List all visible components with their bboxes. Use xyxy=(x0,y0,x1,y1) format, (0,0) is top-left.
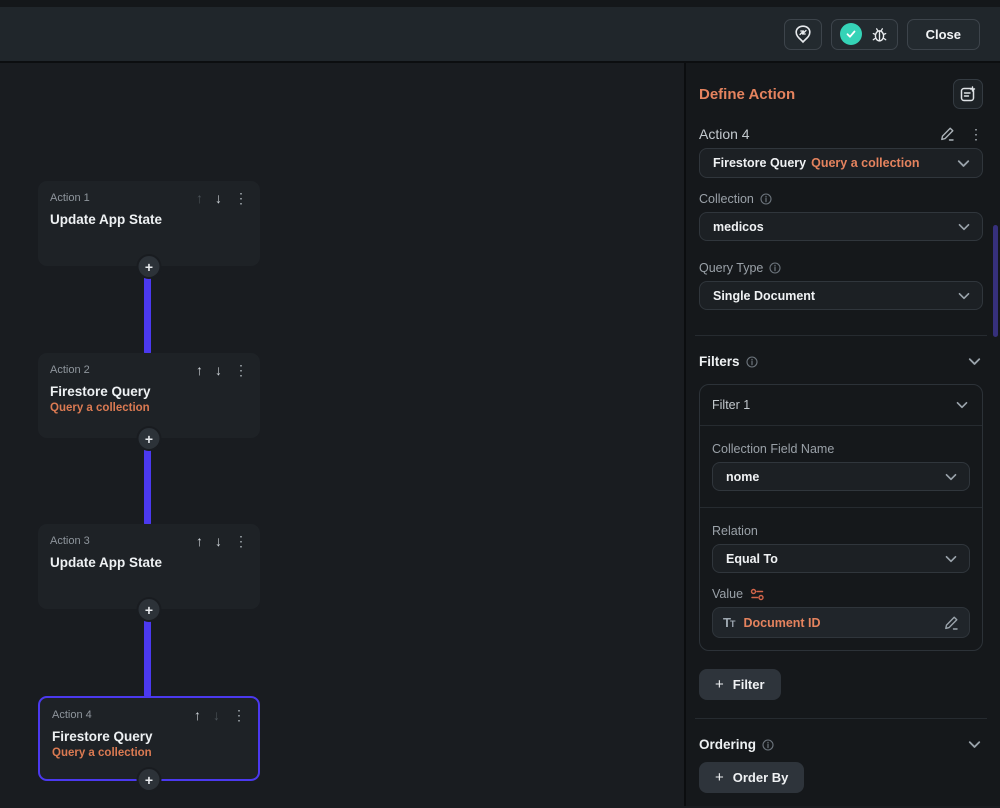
filter-title: Filter 1 xyxy=(712,398,751,412)
action-card-title: Update App State xyxy=(50,212,163,227)
move-down-icon[interactable]: ↓ xyxy=(213,707,220,723)
value-settings-icon[interactable] xyxy=(750,588,765,601)
field-name-label: Collection Field Name xyxy=(712,442,835,456)
action-card-title: Firestore Query xyxy=(52,729,153,744)
action-type-dropdown[interactable]: Firestore Query Query a collection xyxy=(699,148,983,178)
chevron-down-icon xyxy=(956,288,972,304)
action-card-label: Action 1 xyxy=(50,192,90,204)
collection-dropdown[interactable]: medicos xyxy=(699,212,983,241)
move-up-icon[interactable]: ↑ xyxy=(196,190,203,206)
window-top-strip xyxy=(0,0,1000,7)
action-card-subtitle: Query a collection xyxy=(50,402,150,414)
info-icon xyxy=(760,193,772,205)
close-button[interactable]: Close xyxy=(906,18,980,50)
copy-action-button[interactable] xyxy=(953,79,983,109)
filters-section-label: Filters xyxy=(699,354,740,369)
ordering-section-label: Ordering xyxy=(699,737,757,752)
chevron-down-icon xyxy=(943,469,959,485)
add-action-button[interactable]: + xyxy=(138,428,160,449)
collection-value: medicos xyxy=(713,219,764,234)
panel-title: Define Action xyxy=(699,85,796,103)
bug-icon xyxy=(870,25,889,44)
action-card-label: Action 3 xyxy=(50,535,90,547)
info-icon xyxy=(762,738,774,751)
info-icon xyxy=(769,262,781,274)
info-icon xyxy=(745,355,758,368)
action-flow-button[interactable] xyxy=(783,18,822,50)
kebab-menu-icon[interactable]: ⋮ xyxy=(234,362,248,378)
filters-collapse-icon[interactable] xyxy=(966,353,983,370)
move-up-icon[interactable]: ↑ xyxy=(196,362,203,378)
filter-group: Filter 1 Collection Field Name nome Rela… xyxy=(699,384,983,651)
top-toolbar: Close xyxy=(0,7,1000,63)
move-down-icon[interactable]: ↓ xyxy=(215,362,222,378)
action-type-name: Firestore Query xyxy=(713,156,807,170)
action-card-1[interactable]: Action 1 ↑ ↓ ⋮ Update App State + xyxy=(38,181,260,277)
kebab-menu-icon[interactable]: ⋮ xyxy=(234,190,248,206)
add-order-by-button[interactable]: + Order By xyxy=(699,762,805,793)
move-down-icon[interactable]: ↓ xyxy=(215,533,222,549)
action-flow-canvas: Action 1 ↑ ↓ ⋮ Update App State + Action… xyxy=(0,63,684,806)
chevron-down-icon xyxy=(943,551,959,567)
ordering-collapse-icon[interactable] xyxy=(966,736,983,753)
add-action-button[interactable]: + xyxy=(138,256,160,277)
relation-dropdown[interactable]: Equal To xyxy=(712,544,970,573)
plus-icon: + xyxy=(715,769,724,786)
chevron-down-icon xyxy=(954,397,970,413)
field-name-dropdown[interactable]: nome xyxy=(712,462,970,491)
text-type-icon: TT xyxy=(723,615,735,630)
value-field[interactable]: TT Document ID xyxy=(712,607,970,638)
collection-label: Collection xyxy=(699,192,754,206)
action-card-label: Action 4 xyxy=(52,709,92,721)
action-card-title: Update App State xyxy=(50,555,163,570)
action-card-2[interactable]: Action 2 ↑ ↓ ⋮ Firestore Query Query a c… xyxy=(38,353,260,449)
kebab-menu-icon[interactable]: ⋮ xyxy=(232,707,246,723)
query-type-value: Single Document xyxy=(713,288,816,303)
kebab-menu-icon[interactable]: ⋮ xyxy=(234,533,248,549)
move-up-icon[interactable]: ↑ xyxy=(194,707,201,723)
selected-action-label: Action 4 xyxy=(699,126,750,142)
move-down-icon[interactable]: ↓ xyxy=(215,190,222,206)
action-pick-icon xyxy=(793,24,813,44)
chevron-down-icon xyxy=(956,219,972,235)
move-up-icon[interactable]: ↑ xyxy=(196,533,203,549)
query-type-label: Query Type xyxy=(699,261,764,275)
check-status-icon xyxy=(839,23,862,45)
run-debug-button[interactable] xyxy=(830,18,898,50)
action-card-title: Firestore Query xyxy=(50,384,151,399)
filter-1-header[interactable]: Filter 1 xyxy=(700,385,982,425)
relation-value: Equal To xyxy=(726,551,778,566)
panel-scrollbar-thumb[interactable] xyxy=(993,225,998,337)
action-type-subtitle: Query a collection xyxy=(811,156,920,170)
connector-line xyxy=(144,266,151,354)
add-action-button[interactable]: + xyxy=(138,599,160,620)
relation-label: Relation xyxy=(712,524,758,538)
action-card-subtitle: Query a collection xyxy=(52,747,152,759)
action-options-kebab-icon[interactable]: ⋮ xyxy=(969,126,983,142)
field-name-value: nome xyxy=(726,469,760,484)
action-card-label: Action 2 xyxy=(50,364,90,376)
connector-line xyxy=(144,608,151,697)
connector-line xyxy=(144,437,151,525)
add-action-button[interactable]: + xyxy=(138,769,160,790)
rename-action-icon[interactable] xyxy=(939,126,955,142)
plus-icon: + xyxy=(715,676,724,693)
define-action-panel: Define Action Action 4 ⋮ xyxy=(684,63,1000,806)
chevron-down-icon xyxy=(955,155,972,172)
query-type-dropdown[interactable]: Single Document xyxy=(699,281,983,310)
value-label: Value xyxy=(712,587,744,601)
value-content: Document ID xyxy=(743,615,821,630)
action-card-4-selected[interactable]: Action 4 ↑ ↓ ⋮ Firestore Query Query a c… xyxy=(38,696,260,790)
action-card-3[interactable]: Action 3 ↑ ↓ ⋮ Update App State + xyxy=(38,524,260,620)
edit-value-icon[interactable] xyxy=(943,615,959,631)
add-filter-button[interactable]: + Filter xyxy=(699,669,781,700)
